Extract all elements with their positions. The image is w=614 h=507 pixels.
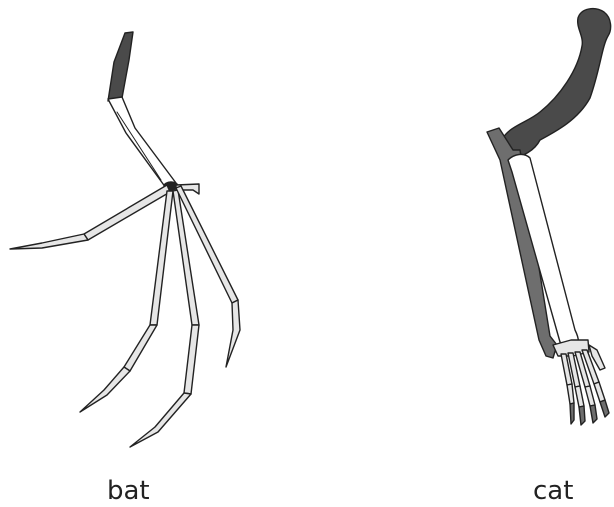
cat-claw-2 (579, 406, 585, 425)
cat-claw-1 (570, 403, 574, 424)
bat-digit-3-metacarpal (150, 191, 173, 325)
bat-digit-2-phalanx (10, 234, 88, 249)
bat-digit-3-phalanx-2 (80, 367, 130, 412)
cat-claw-4 (600, 400, 609, 417)
bat-digit-2-metacarpal (84, 185, 170, 240)
bat-digit-4-phalanx-2 (130, 393, 191, 447)
cat-phalanx-1 (567, 384, 574, 404)
cat-phalanx-3 (585, 386, 595, 406)
bat-digit-5-phalanx (226, 300, 240, 367)
bat-digit-3-phalanx-1 (124, 325, 157, 371)
cat-phalanx-2 (575, 386, 584, 407)
cat-humerus (500, 9, 610, 158)
bat-humerus (108, 32, 133, 101)
cat-phalanx-4 (594, 382, 605, 402)
bat-radius (108, 97, 176, 188)
bat-digit-4-phalanx-1 (184, 325, 199, 394)
bat-digit-4-metacarpal (173, 190, 199, 325)
cat-claw-3 (590, 405, 597, 423)
bat-wing-skeleton (10, 32, 240, 447)
cat-forelimb-skeleton (487, 9, 611, 425)
bat-label: bat (107, 478, 150, 504)
bat-radius-shaft-line (117, 112, 161, 180)
cat-label: cat (533, 478, 573, 504)
